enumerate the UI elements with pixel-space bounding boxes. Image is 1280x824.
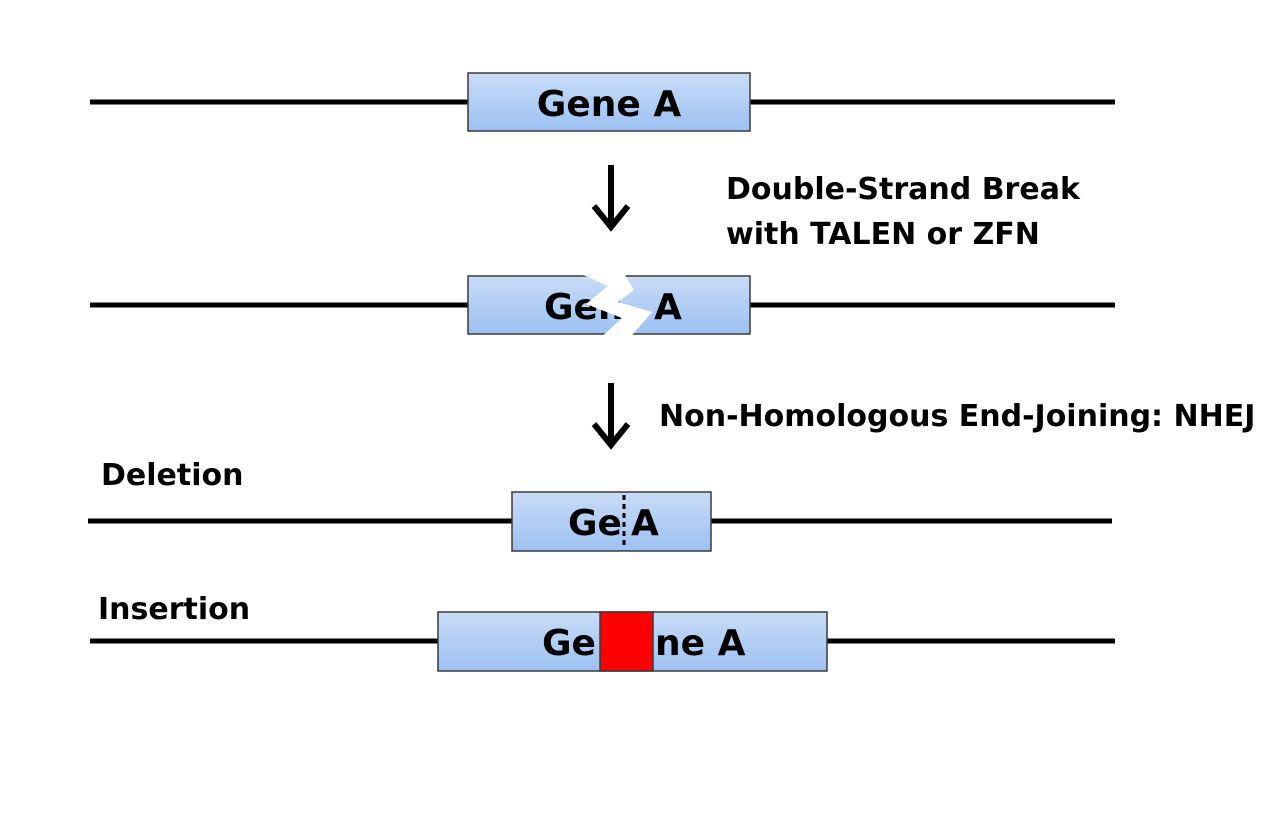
down-arrow-2 <box>591 383 631 450</box>
broken-gene-label-right: A <box>654 287 682 328</box>
gene-a-box <box>467 72 751 132</box>
insertion-gene-row: Ge ne A <box>90 611 1115 672</box>
intact-gene-row: Gene A <box>90 72 1115 132</box>
deletion-gene-label-right: A <box>631 503 659 544</box>
gene-a-label: Gene A <box>537 84 682 125</box>
insertion-gene-label-left: Ge <box>542 623 596 664</box>
insertion-gene-label-right: ne A <box>655 623 746 664</box>
deletion-gene-row: Ge A <box>88 491 1112 552</box>
deletion-gene-label-left: Ge <box>568 503 622 544</box>
step-double-strand-break-line1: Double-Strand Break <box>726 172 1081 207</box>
step-double-strand-break-line2: with TALEN or ZFN <box>726 217 1040 252</box>
broken-gene-row: Gen A <box>90 270 1115 340</box>
down-arrow-1 <box>591 165 631 232</box>
inserted-sequence-block <box>599 611 654 672</box>
double-strand-break-gap <box>572 270 652 340</box>
insertion-label: Insertion <box>98 592 250 627</box>
deletion-label: Deletion <box>101 458 243 493</box>
deletion-gene-box <box>511 491 712 552</box>
step-nhej: Non-Homologous End-Joining: NHEJ <box>659 399 1255 434</box>
